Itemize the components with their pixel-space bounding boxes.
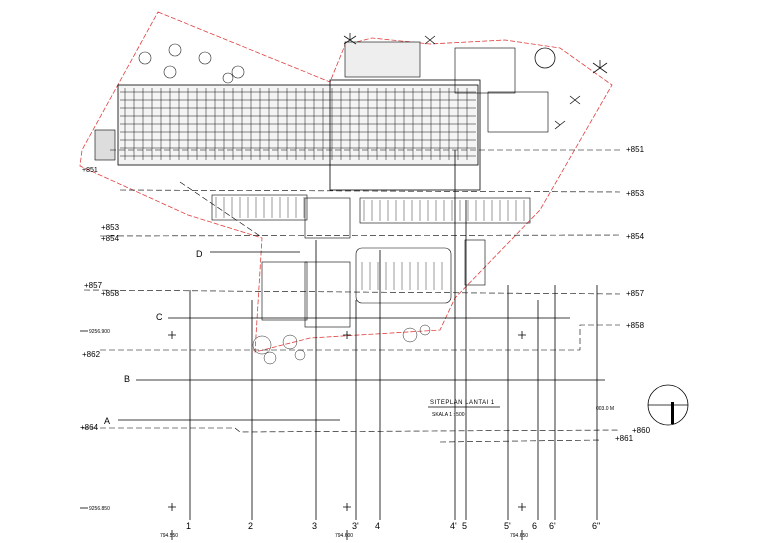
plan-scale: SKALA 1 : 500	[432, 412, 465, 418]
elevation-right-851: +851	[626, 145, 645, 154]
elevation-right-857: +857	[626, 289, 645, 298]
elevation-left-862: +862	[82, 350, 101, 359]
elevation-left-857: +857	[84, 281, 103, 290]
axis-label-4: 4	[375, 521, 380, 531]
axis-label-5: 5	[462, 521, 467, 531]
northing-bottom: 9256.850	[89, 506, 110, 512]
coordinate-labels: 9256.900 9256.850 794.550 794.600 794.65…	[80, 329, 528, 540]
axis-label-2: 2	[248, 521, 253, 531]
elevation-labels-right: +851 +853 +854 +857 +858 +860 +861	[615, 145, 651, 443]
elevation-labels-left: +851 +853 +854 +857 +858 +862 +864	[80, 167, 120, 432]
northing-top: 9256.900	[89, 329, 110, 335]
axis-label-5p: 5'	[504, 521, 511, 531]
axis-labels-vertical: 1 2 3 3' 4 4' 5 5' 6 6' 6"	[186, 521, 600, 531]
elevation-left-853: +853	[101, 223, 120, 232]
elevation-right-858: +858	[626, 321, 645, 330]
contour-line	[83, 289, 621, 295]
north-distance-label: 003.0 M	[596, 406, 614, 412]
building-mass	[94, 41, 549, 191]
elevation-left-854: +854	[101, 234, 120, 243]
contour-line	[100, 324, 620, 351]
elevation-left-851: +851	[82, 167, 98, 174]
easting-2: 794.600	[335, 533, 353, 539]
plan-title: SITEPLAN LANTAI 1	[430, 400, 495, 406]
contour-line	[119, 189, 621, 193]
easting-1: 794.550	[160, 533, 178, 539]
north-arrow: 003.0 M	[596, 384, 689, 426]
contour-line	[179, 181, 261, 237]
elevation-left-858: +858	[101, 289, 120, 298]
elevation-right-860: +860	[632, 426, 651, 435]
axis-label-D: D	[196, 249, 203, 259]
elevation-left-864: +864	[80, 423, 99, 432]
contour-line	[82, 427, 621, 433]
axis-label-3p: 3'	[352, 521, 359, 531]
site-boundary	[79, 11, 613, 353]
landscape-cluster	[252, 324, 431, 365]
axis-label-B: B	[124, 374, 130, 384]
axis-label-3: 3	[312, 521, 317, 531]
trees-top-left	[138, 43, 245, 84]
axis-label-A: A	[104, 416, 110, 426]
easting-3: 794.650	[510, 533, 528, 539]
axis-label-C: C	[156, 312, 163, 322]
palm-trees	[343, 33, 608, 130]
axis-label-4p: 4'	[450, 521, 457, 531]
grid-lines-horizontal	[118, 251, 605, 421]
elevation-right-854: +854	[626, 232, 645, 241]
elevation-right-853: +853	[626, 189, 645, 198]
survey-crosses	[168, 331, 526, 511]
contour-line	[439, 439, 601, 443]
axis-label-6p: 6'	[549, 521, 556, 531]
parking-areas	[211, 194, 531, 328]
axis-label-6pp: 6"	[592, 521, 600, 531]
axis-labels-horizontal: D C B A	[104, 249, 203, 426]
contour-line	[99, 234, 621, 237]
elevation-right-861: +861	[615, 434, 634, 443]
grid-lines-vertical	[189, 150, 598, 520]
axis-label-1: 1	[186, 521, 191, 531]
axis-label-6: 6	[532, 521, 537, 531]
contour-lines	[82, 149, 621, 443]
title-block: SITEPLAN LANTAI 1 SKALA 1 : 500	[428, 400, 500, 418]
